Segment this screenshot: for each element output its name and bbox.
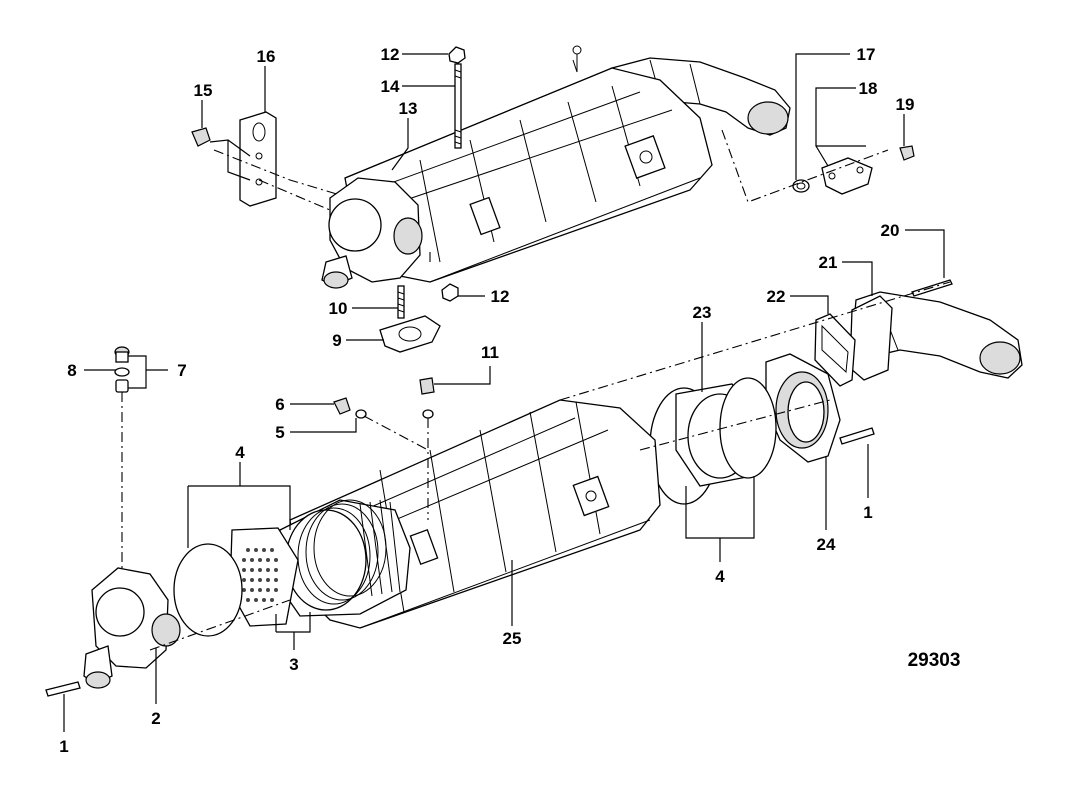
callout-label-22: 22 <box>767 287 786 306</box>
lower-gasket-22 <box>814 313 856 387</box>
callout-label-7: 7 <box>177 361 186 380</box>
callout-label-25: 25 <box>503 629 522 648</box>
assembly-center-lines <box>121 129 951 651</box>
callout-label-12-bottom: 12 <box>491 287 510 306</box>
lower-plate-23-and-gaskets <box>649 377 777 505</box>
callout-label-4-right: 4 <box>715 567 725 586</box>
callout-labels: 16 15 12 14 13 17 18 19 20 21 22 10 12 9… <box>59 45 914 756</box>
callout-label-20: 20 <box>881 221 900 240</box>
upper-end-cap <box>321 177 423 289</box>
callout-leader-lines <box>63 53 945 732</box>
lower-tube-bundle-3 <box>173 499 411 637</box>
callout-label-11: 11 <box>481 343 499 362</box>
callout-label-1-right: 1 <box>863 503 872 522</box>
tube-sheet-perforations <box>242 548 278 602</box>
callout-label-3: 3 <box>289 655 298 674</box>
callout-label-1-left: 1 <box>59 737 68 756</box>
lower-outlet-elbow <box>849 291 1023 381</box>
callout-label-16: 16 <box>257 47 276 66</box>
callout-label-6: 6 <box>275 395 284 414</box>
callout-label-19: 19 <box>896 95 915 114</box>
callout-label-9: 9 <box>332 331 341 350</box>
callout-label-15: 15 <box>194 81 213 100</box>
lower-end-cap-2 <box>83 567 181 689</box>
callout-label-18: 18 <box>859 79 878 98</box>
upper-cooler-body <box>344 67 713 283</box>
upper-exhaust-outlet-elbow <box>610 57 791 136</box>
callout-label-14: 14 <box>381 77 400 96</box>
callout-label-8: 8 <box>67 361 76 380</box>
callout-label-21: 21 <box>819 253 838 272</box>
callout-label-17: 17 <box>857 45 876 64</box>
callout-label-5: 5 <box>275 423 284 442</box>
callout-label-12-top: 12 <box>381 45 400 64</box>
lower-end-adapter-24 <box>765 353 841 463</box>
callout-label-23: 23 <box>693 303 712 322</box>
callout-label-24: 24 <box>817 535 836 554</box>
callout-label-2: 2 <box>151 709 160 728</box>
callout-label-13: 13 <box>399 99 418 118</box>
callout-label-10: 10 <box>329 299 348 318</box>
callout-label-4-left: 4 <box>235 443 245 462</box>
drawing-reference-number: 29303 <box>908 650 961 671</box>
upper-small-hardware <box>191 45 915 353</box>
lower-small-hardware <box>45 279 953 697</box>
